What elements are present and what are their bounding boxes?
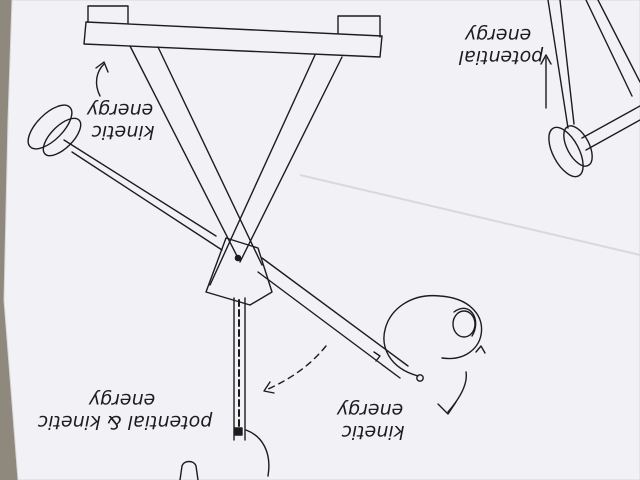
rotation-loop-arrow: [373, 295, 486, 382]
paper-fold-line: [299, 174, 640, 256]
top-right-partial-mechanism: [540, 0, 640, 178]
left-wheel: [27, 104, 82, 157]
top-crossbar: [83, 5, 383, 58]
paper-sheet: [3, 0, 640, 480]
pivot-block: [205, 237, 273, 306]
left-frame-leg: [129, 45, 263, 266]
kinetic-energy-label-bottom-right: kinetic energy: [335, 399, 404, 443]
top-left-pointer-arrow: [95, 63, 105, 97]
potential-and-kinetic-energy-label: potential & kinetic energy: [32, 389, 214, 433]
right-frame-leg: [209, 54, 343, 286]
bottom-doodle: [179, 460, 199, 480]
dashed-center-post: [233, 297, 246, 441]
dashed-motion-arrow: [265, 345, 327, 391]
potential-energy-label-top-right: potential energy: [453, 24, 545, 68]
post-pointer-arrow: [245, 429, 270, 477]
kinetic-energy-label-top-left: kinetic energy: [85, 99, 154, 143]
left-lever-arm: [63, 139, 223, 251]
